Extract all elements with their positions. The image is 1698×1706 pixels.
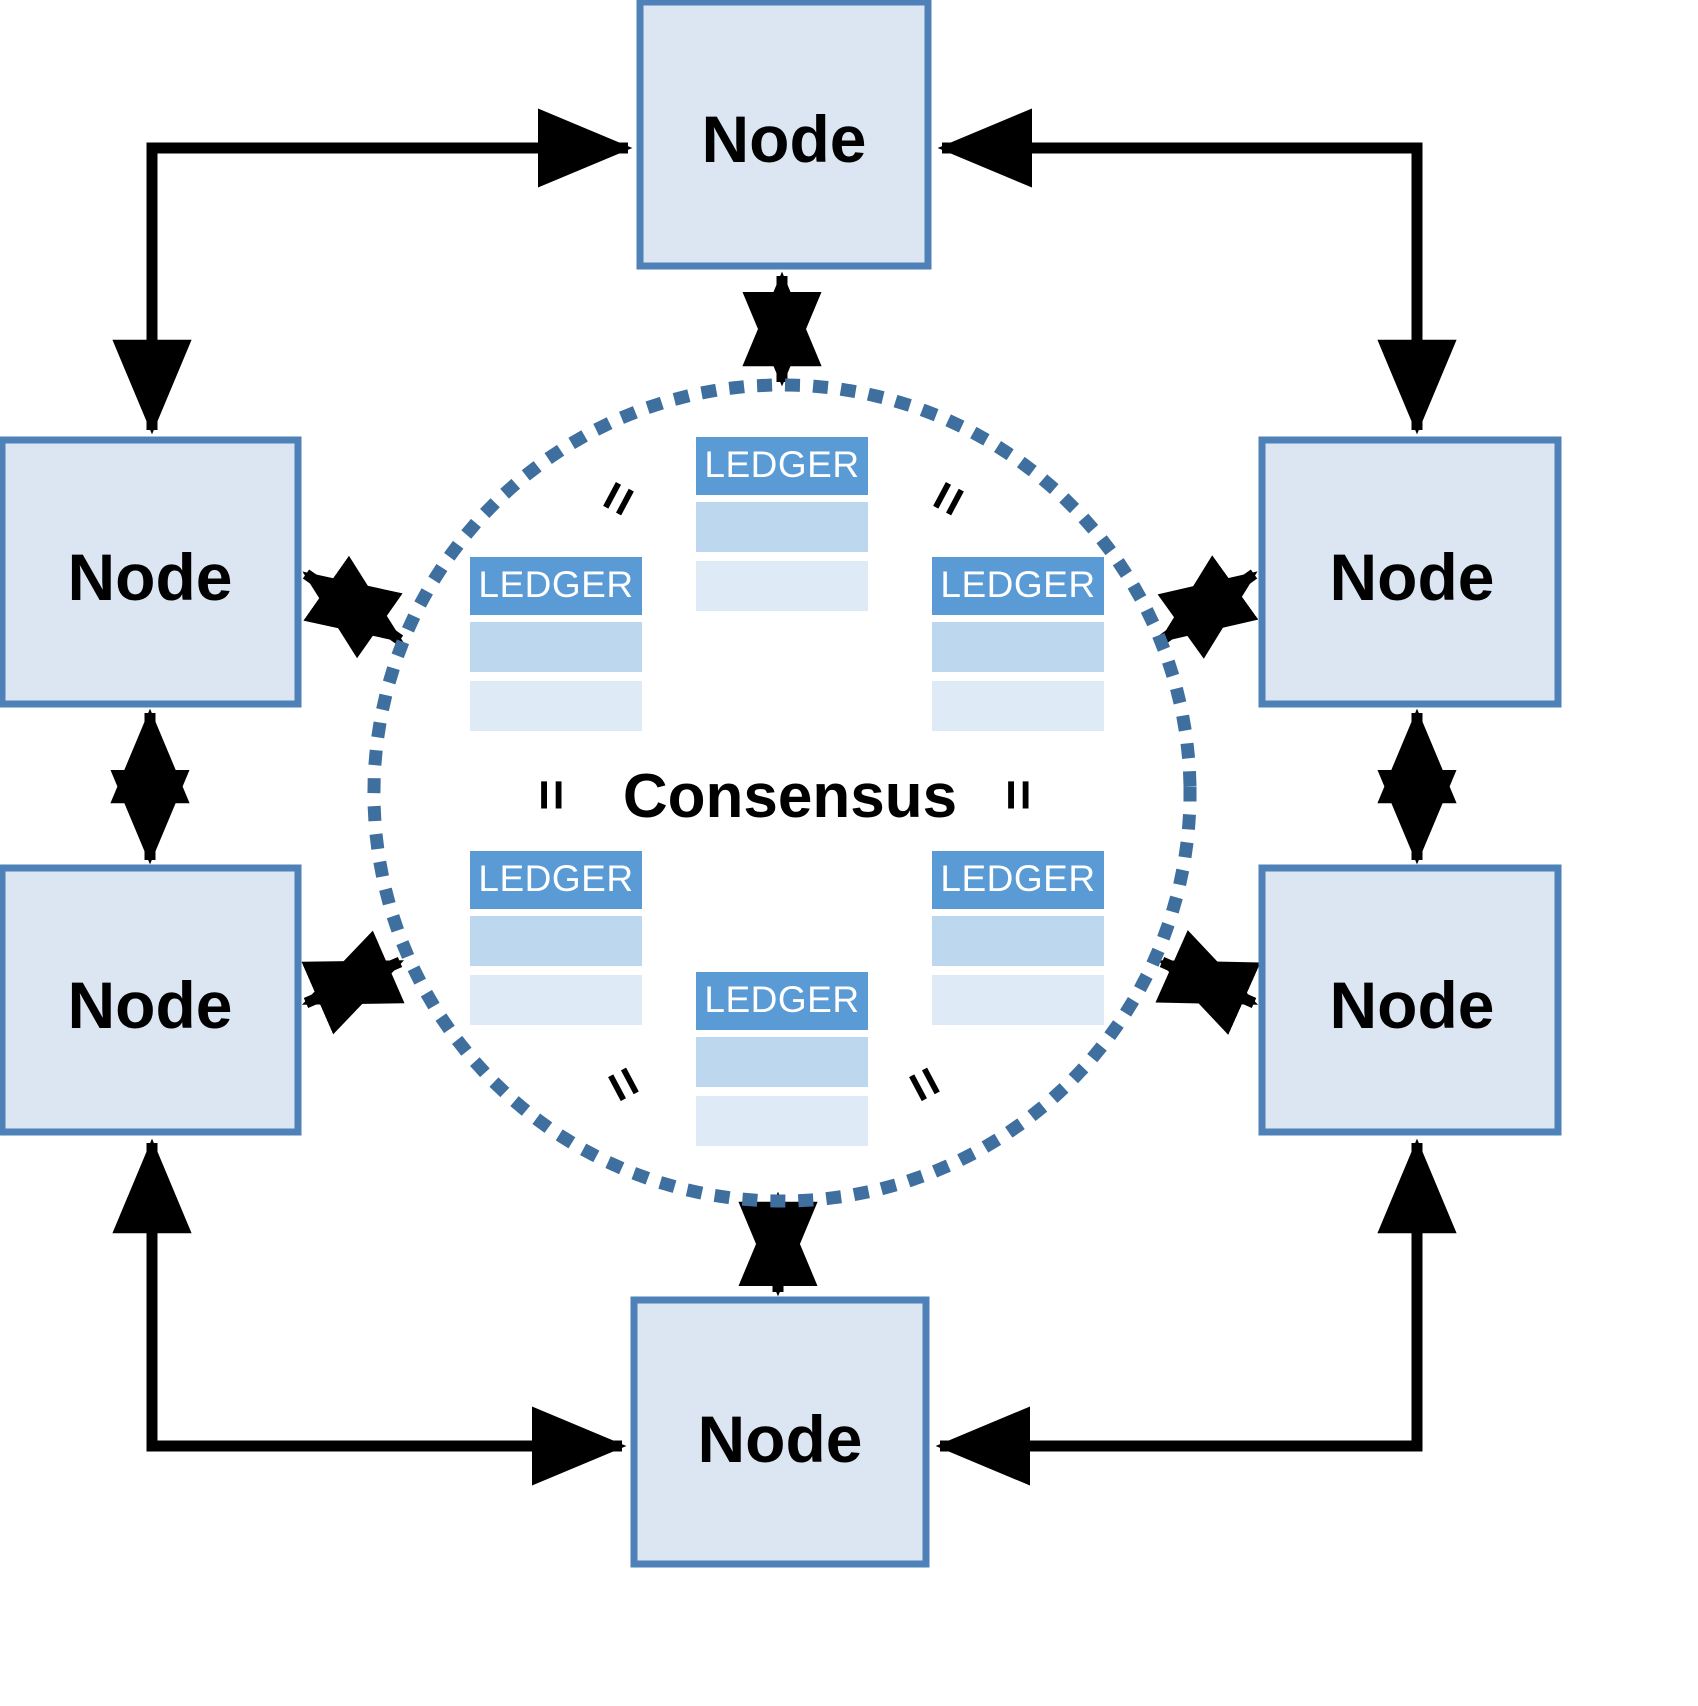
ledger-bottom-row-1 — [696, 1037, 868, 1087]
ledger-upper-right-label: LEDGER — [940, 564, 1095, 605]
node-left-upper[interactable]: Node — [0, 436, 302, 708]
node-right-lower-label: Node — [1330, 968, 1495, 1042]
ledger-bottom-label: LEDGER — [704, 979, 859, 1020]
node-right-upper[interactable]: Node — [1258, 436, 1562, 708]
svg-text:=: = — [584, 471, 652, 527]
node-left-lower-label: Node — [68, 968, 233, 1042]
connector-leftupper-to-circle — [302, 555, 404, 659]
node-left-upper-label: Node — [68, 540, 233, 614]
connector-rightupper-to-circle — [1157, 555, 1259, 659]
node-bottom[interactable]: Node — [630, 1296, 930, 1568]
node-right-upper-label: Node — [1330, 540, 1495, 614]
ledger-lower-right[interactable]: LEDGER — [932, 851, 1104, 1025]
node-bottom-label: Node — [698, 1402, 863, 1476]
consensus-label-group: Consensus — [623, 762, 957, 831]
ledger-top-row-1 — [696, 502, 868, 552]
ledger-bottom[interactable]: LEDGER — [696, 972, 868, 1146]
connector-topleft-elbow — [112, 108, 633, 435]
ledger-upper-left[interactable]: LEDGER — [470, 557, 642, 731]
ledger-upper-right-row-1 — [932, 622, 1104, 672]
ledger-top-label: LEDGER — [704, 444, 859, 485]
svg-text:=: = — [988, 779, 1048, 811]
svg-text:=: = — [521, 779, 581, 811]
consensus-label: Consensus — [623, 762, 957, 831]
ledger-upper-left-row-2 — [470, 681, 642, 731]
svg-text:=: = — [589, 1056, 657, 1112]
node-right-lower[interactable]: Node — [1258, 864, 1562, 1136]
ledger-upper-right[interactable]: LEDGER — [932, 557, 1104, 731]
equals-mark-bottom-right: = — [890, 1056, 958, 1112]
ledger-upper-left-row-1 — [470, 622, 642, 672]
connector-bottomright-elbow — [935, 1138, 1457, 1486]
ledger-lower-right-row-1 — [932, 916, 1104, 966]
ledger-top-row-2 — [696, 561, 868, 611]
svg-text:=: = — [914, 471, 982, 527]
equals-mark-mid-left: = — [521, 779, 581, 811]
ledger-lower-right-row-2 — [932, 975, 1104, 1025]
ledger-upper-right-row-2 — [932, 681, 1104, 731]
equals-mark-bottom-left: = — [589, 1056, 657, 1112]
connector-topright-elbow — [937, 108, 1457, 435]
node-left-lower[interactable]: Node — [0, 864, 302, 1136]
equals-mark-top-left: = — [584, 471, 652, 527]
ledger-lower-right-label: LEDGER — [940, 858, 1095, 899]
equals-mark-top-right: = — [914, 471, 982, 527]
node-top-label: Node — [702, 102, 867, 176]
ledger-upper-left-label: LEDGER — [478, 564, 633, 605]
ledger-lower-left[interactable]: LEDGER — [470, 851, 642, 1025]
connector-leftlower-to-circle — [301, 930, 405, 1035]
consensus-circle — [367, 378, 1197, 1208]
ledger-lower-left-label: LEDGER — [478, 858, 633, 899]
ledger-bottom-row-2 — [696, 1096, 868, 1146]
ledger-lower-left-row-1 — [470, 916, 642, 966]
connector-rightlower-to-circle — [1155, 930, 1261, 1035]
ledger-top[interactable]: LEDGER — [696, 437, 868, 611]
svg-text:=: = — [890, 1056, 958, 1112]
ledger-lower-left-row-2 — [470, 975, 642, 1025]
connector-bottomleft-elbow — [112, 1138, 627, 1486]
equals-mark-mid-right: = — [988, 779, 1048, 811]
node-top[interactable]: Node — [636, 0, 932, 270]
